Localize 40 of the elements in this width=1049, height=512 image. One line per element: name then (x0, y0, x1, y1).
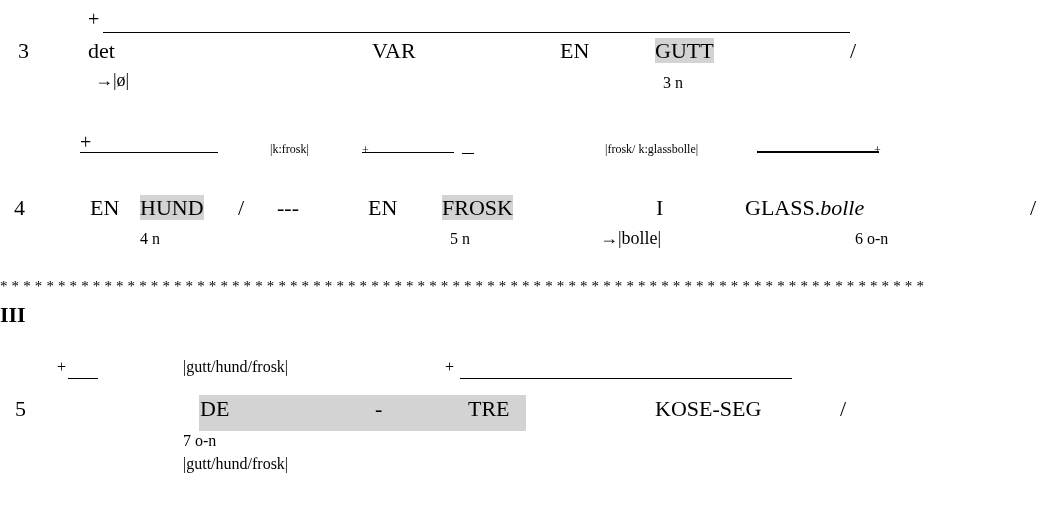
plus-mark: + (57, 358, 67, 377)
index-note: 5 n (450, 230, 470, 249)
gloss-word: EN (90, 195, 120, 221)
slash-mark: / (238, 195, 245, 221)
gloss-word: TRE (468, 396, 510, 422)
plus-mark: + (80, 131, 92, 154)
gloss-word: - (375, 396, 383, 422)
annotation: →|bolle| (600, 228, 662, 249)
slash-mark: / (850, 38, 857, 64)
gloss-word: EN (368, 195, 398, 221)
index-note: 3 n (663, 74, 683, 93)
gloss-word: --- (277, 195, 299, 221)
section-heading: III (0, 302, 26, 328)
asterisk-divider: ******************************************************************************** (0, 278, 929, 296)
line-number: 5 (15, 396, 26, 422)
index-note: 4 n (140, 230, 160, 249)
gloss-word: HUND (140, 195, 204, 221)
gloss-word: I (656, 195, 664, 221)
gloss-word: DE (200, 396, 230, 422)
gloss-word: det (88, 38, 115, 64)
line-number: 4 (14, 195, 25, 221)
annotation: →|ø| (95, 70, 130, 91)
gloss-word: GUTT (655, 38, 714, 64)
annotation: |k:frosk| (270, 143, 309, 157)
plus-mark: + (445, 358, 455, 377)
gloss-word: FROSK (442, 195, 513, 221)
plus-mark: + (362, 144, 369, 158)
annotation: |gutt/hund/frosk| (183, 455, 289, 474)
gloss-word: KOSE-SEG (655, 396, 762, 422)
slash-mark: / (1030, 195, 1037, 221)
slash-mark: / (840, 396, 847, 422)
index-note: 6 o-n (855, 230, 889, 249)
gloss-word: GLASS.bolle (745, 195, 865, 221)
gloss-word: EN (560, 38, 590, 64)
gloss-word: VAR (372, 38, 416, 64)
line-number: 3 (18, 38, 29, 64)
index-note: 7 o-n (183, 432, 217, 451)
plus-mark: + (88, 8, 100, 31)
annotation: |frosk/ k:glassbolle| (605, 143, 699, 157)
annotation: |gutt/hund/frosk| (183, 358, 289, 377)
